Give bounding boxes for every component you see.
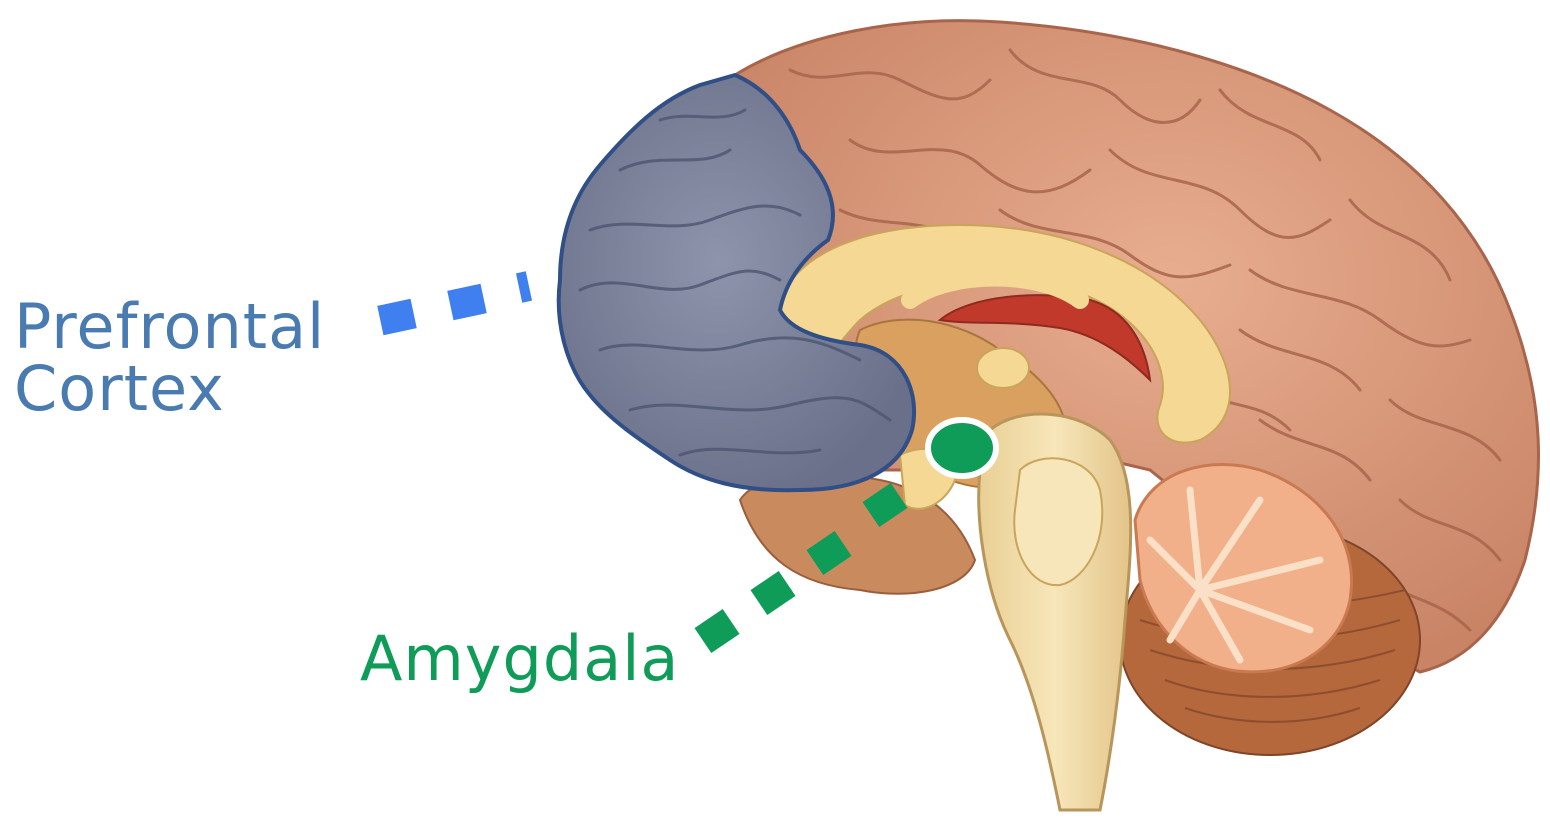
brain-sagittal-icon xyxy=(559,21,1539,810)
thalamic-nucleus xyxy=(977,348,1029,388)
prefrontal-leader-dash xyxy=(516,271,532,302)
prefrontal-cortex-label: Prefrontal Cortex xyxy=(14,296,325,420)
amygdala-leader-dash xyxy=(751,571,796,615)
prefrontal-leader xyxy=(377,271,532,335)
prefrontal-label-line1: Prefrontal xyxy=(14,296,325,358)
prefrontal-leader-dash xyxy=(447,284,486,320)
prefrontal-label-line2: Cortex xyxy=(14,358,325,420)
amygdala-dot-icon xyxy=(928,420,996,476)
prefrontal-leader-dash xyxy=(377,299,416,335)
amygdala-label: Amygdala xyxy=(360,628,679,690)
amygdala-leader-dash xyxy=(695,609,740,653)
